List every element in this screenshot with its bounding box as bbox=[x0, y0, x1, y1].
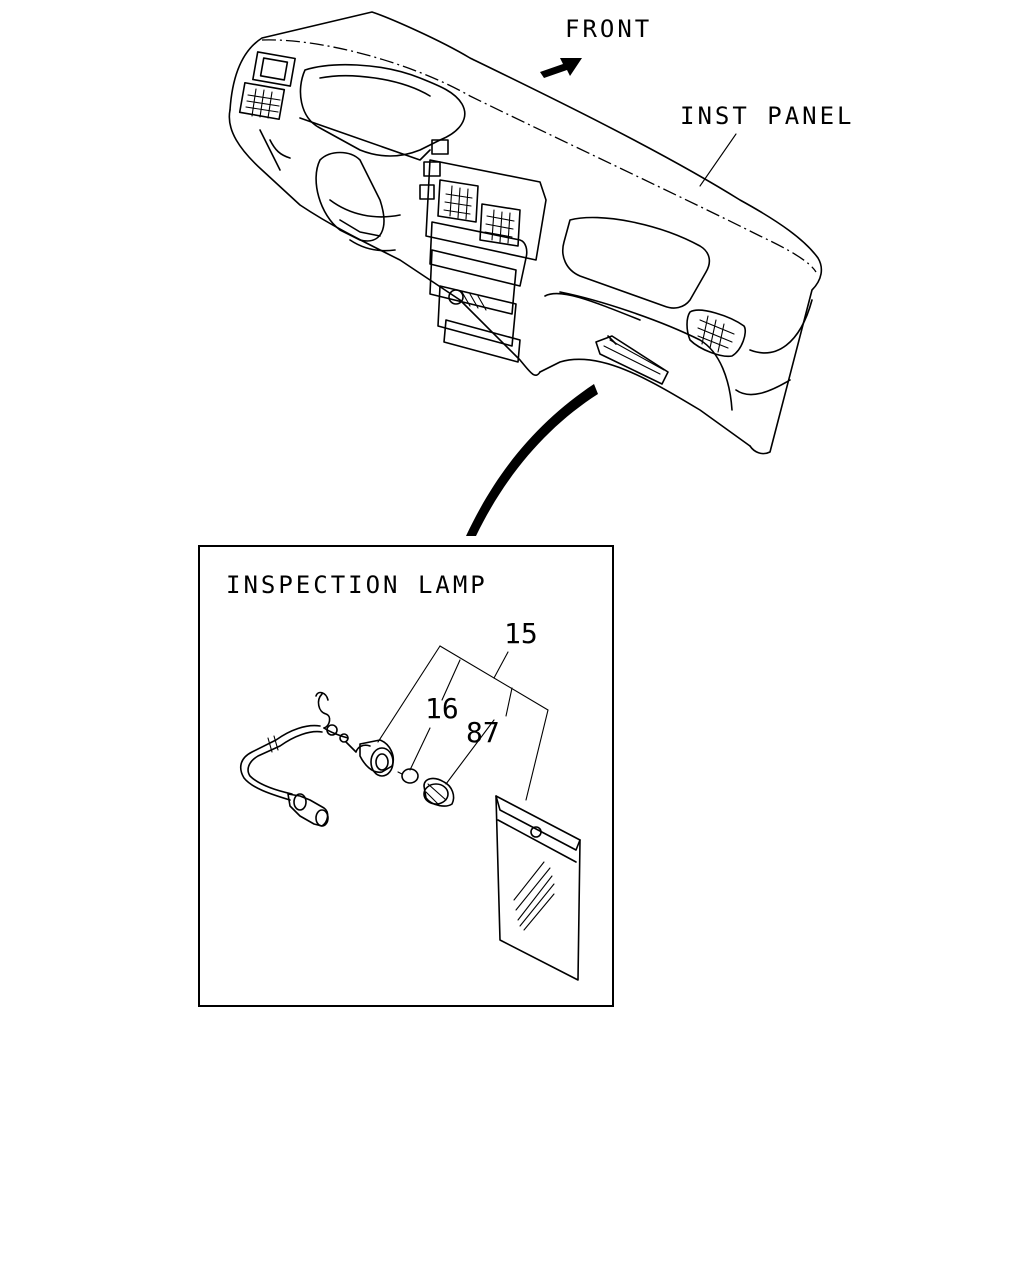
inspection-lamp-label: INSPECTION LAMP bbox=[226, 571, 488, 599]
front-indicator: FRONT bbox=[540, 15, 652, 78]
bulb-part bbox=[397, 768, 419, 784]
front-arrow-icon bbox=[540, 58, 582, 78]
detail-frame bbox=[198, 545, 614, 1007]
callout-87: 87 bbox=[466, 716, 500, 749]
parts-bag bbox=[495, 795, 581, 981]
callout-leaders bbox=[377, 645, 549, 801]
inspection-lamp-cord bbox=[239, 691, 371, 827]
instrument-panel-drawing bbox=[228, 11, 823, 455]
lamp-socket-housing bbox=[359, 739, 395, 777]
front-label: FRONT bbox=[565, 15, 652, 43]
inspection-lamp-detail: INSPECTION LAMP 15 16 87 bbox=[198, 545, 614, 1007]
callout-15: 15 bbox=[504, 617, 538, 650]
inst-panel-leader bbox=[699, 133, 737, 187]
inst-panel-label: INST PANEL bbox=[680, 102, 855, 130]
socket-part bbox=[423, 777, 455, 807]
detail-connector bbox=[466, 384, 598, 536]
inst-panel-callout: INST PANEL bbox=[680, 102, 855, 187]
callout-16: 16 bbox=[425, 692, 459, 725]
